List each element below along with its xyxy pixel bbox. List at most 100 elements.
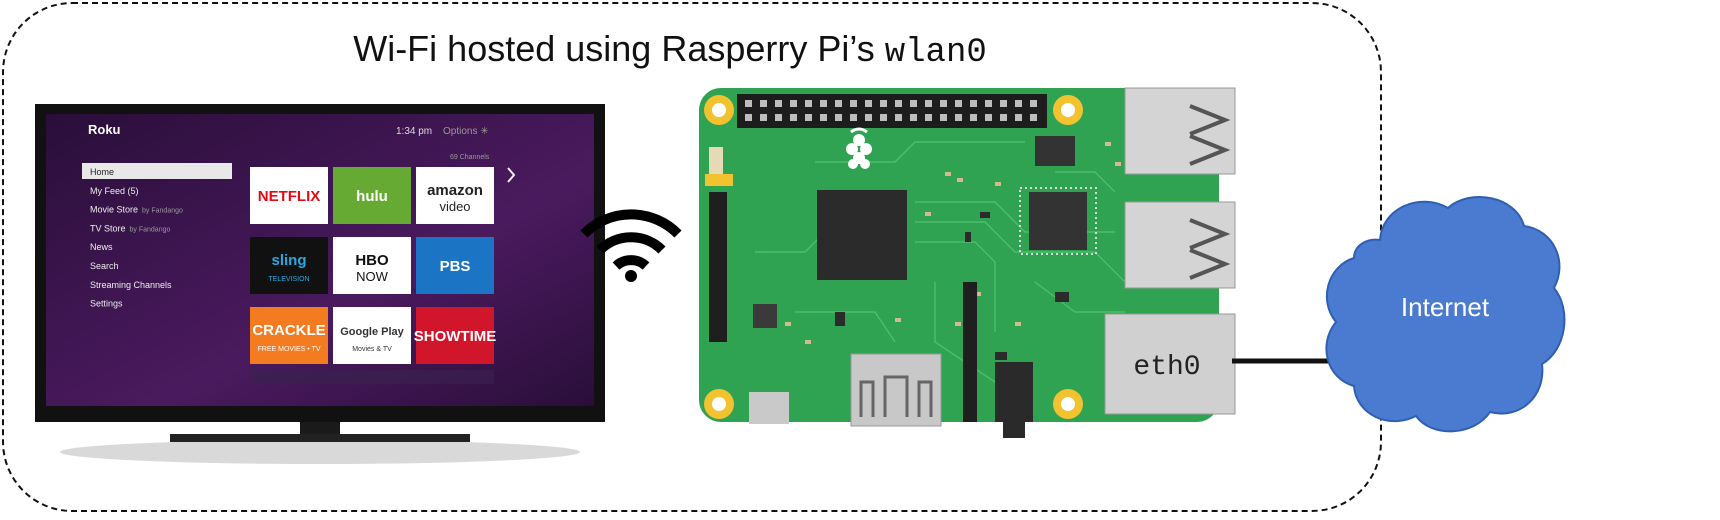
wifi-icon: [580, 209, 682, 282]
tile-sublabel: NOW: [356, 269, 389, 284]
tv-menu-label: Streaming Channels: [90, 280, 172, 290]
tile-label: HBO: [355, 252, 389, 269]
gpio-pin: [835, 100, 842, 107]
menu-highlight: [82, 163, 232, 179]
tile-sublabel: TELEVISION: [268, 276, 309, 283]
gpio-pin: [805, 114, 812, 121]
usb-port-bottom: [1124, 201, 1236, 289]
tv-channel-count: 69 Channels: [450, 154, 490, 161]
tv-time: 1:34 pm: [396, 126, 432, 137]
gpio-pin: [745, 114, 752, 121]
gpio-pin: [910, 114, 917, 121]
ethernet-port: [1104, 313, 1236, 415]
gpio-pin: [1000, 100, 1007, 107]
tv-menu-label: Home: [90, 167, 114, 177]
gpio-pin: [850, 100, 857, 107]
gpio-pin: [895, 114, 902, 121]
tile-sublabel: Movies & TV: [352, 346, 392, 353]
gpio-pin: [955, 114, 962, 121]
tv-neck: [300, 422, 340, 436]
power-led-pad: [709, 147, 723, 175]
usb-controller-chip: [1029, 192, 1087, 250]
gpio-header: [737, 94, 1047, 128]
gpio-pin: [955, 100, 962, 107]
tile-label: sling: [271, 252, 306, 269]
tile-label: PBS: [440, 258, 471, 275]
tv-menu-label: News: [90, 242, 113, 252]
raspberry-pi-board: eth0: [699, 87, 1236, 438]
tile-label: Google Play: [340, 326, 404, 338]
gpio-pin: [850, 114, 857, 121]
tv-menu-item[interactable]: Settings: [90, 299, 123, 309]
gpio-pin: [1030, 100, 1037, 107]
tile-sublabel: FREE MOVIES • TV: [258, 346, 321, 353]
gpio-pin: [775, 100, 782, 107]
mounting-holes: [704, 95, 1083, 419]
tile-label: NETFLIX: [258, 188, 321, 205]
inductor: [753, 304, 777, 328]
tv-menu-item[interactable]: News: [90, 242, 113, 252]
gpio-pin: [910, 100, 917, 107]
gpio-pin: [880, 100, 887, 107]
usb-port-top: [1124, 87, 1236, 175]
tv-shadow: [60, 440, 580, 464]
gpio-pin: [880, 114, 887, 121]
gpio-pin: [790, 114, 797, 121]
tile-pbs[interactable]: PBS: [416, 237, 494, 294]
tile-label: amazon: [427, 182, 483, 199]
gpio-pin: [790, 100, 797, 107]
tile-showtime[interactable]: SHOWTIME: [414, 307, 497, 364]
tile-sublabel: video: [439, 199, 470, 214]
gpio-pin: [1030, 114, 1037, 121]
gpio-pin: [940, 114, 947, 121]
gpio-pin: [820, 100, 827, 107]
tv-menu-label: Settings: [90, 299, 123, 309]
tv-menu-item[interactable]: Movie Store by Fandango: [90, 205, 183, 215]
tv-menu-sublabel: by Fandango: [130, 226, 171, 233]
internet-label: Internet: [1401, 292, 1490, 322]
gpio-pin: [745, 100, 752, 107]
micro-usb-port: [749, 392, 789, 424]
tile-netflix[interactable]: NETFLIX: [250, 167, 328, 224]
gpio-pin: [865, 100, 872, 107]
tv-menu-item[interactable]: Home: [90, 167, 114, 177]
tile-row-partial: [250, 370, 494, 384]
tv-menu-label: Search: [90, 261, 119, 271]
gpio-pin: [970, 114, 977, 121]
ethernet-cable: [1232, 358, 1342, 364]
tv-stand: [170, 434, 470, 442]
tv-menu-item[interactable]: Search: [90, 261, 119, 271]
gpio-pin: [970, 100, 977, 107]
gpio-pin: [940, 100, 947, 107]
roku-logo: Roku: [88, 122, 121, 137]
tile-hulu[interactable]: hulu: [333, 167, 411, 224]
hdmi-port: [850, 353, 942, 427]
soc-chip: [817, 190, 907, 280]
title-interface: wlan0: [884, 34, 987, 72]
chevron-right-icon: [507, 167, 516, 183]
tv-menu-sublabel: by Fandango: [142, 208, 183, 215]
audio-jack: [995, 362, 1033, 422]
tv-menu-item[interactable]: TV Store by Fandango: [90, 223, 170, 233]
gpio-pin: [1015, 100, 1022, 107]
gpio-pin: [985, 100, 992, 107]
small-chip: [1035, 136, 1075, 166]
tv-menu-label: Movie Store: [90, 205, 138, 215]
camera-connector: [963, 282, 977, 422]
gpio-pin: [835, 114, 842, 121]
tv-menu-item[interactable]: My Feed (5): [90, 186, 139, 196]
tv-menu-item[interactable]: Streaming Channels: [90, 280, 172, 290]
title-text: Wi-Fi hosted using Rasperry Pi’s: [353, 28, 885, 69]
tv-menu-label: My Feed (5): [90, 186, 139, 196]
tv-options: Options ✳: [443, 126, 489, 137]
gpio-pin: [760, 114, 767, 121]
gpio-pin: [895, 100, 902, 107]
tv-menu-label: TV Store: [90, 223, 126, 233]
tile-label: SHOWTIME: [414, 328, 497, 345]
gpio-pin: [985, 114, 992, 121]
